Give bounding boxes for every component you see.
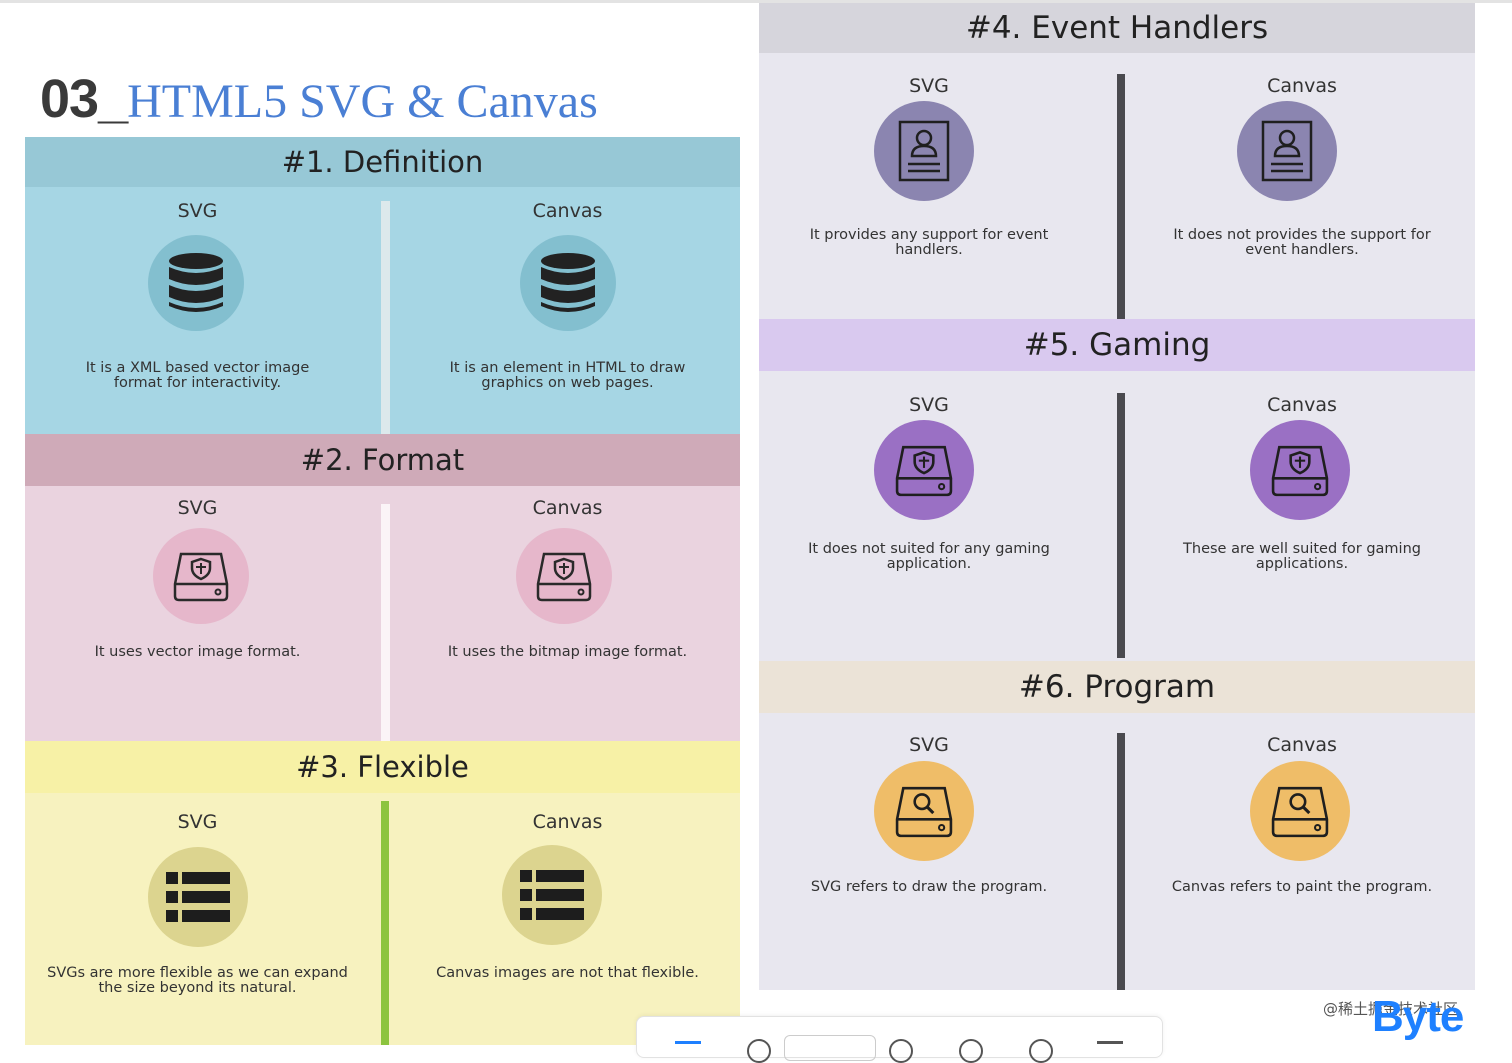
zoom-in-icon[interactable]: [889, 1039, 913, 1063]
brand-logo: Byte: [1372, 992, 1464, 1041]
column-divider: [381, 504, 390, 741]
icon-circle: [874, 761, 974, 861]
canvas-column: Canvas These are well suited for gaming …: [1129, 319, 1475, 658]
section-event-handlers: #4. Event Handlers SVG It provides any s…: [759, 3, 1475, 319]
canvas-description: It uses the bitmap image format.: [447, 644, 688, 660]
title-number: 03_: [40, 69, 128, 129]
svg-description: It is a XML based vector image format fo…: [85, 360, 310, 391]
left-panel: #1. Definition SVG It is a XML based vec…: [25, 137, 740, 1045]
viewer-toolbar: [636, 1016, 1163, 1063]
svg-column: SVG SVGs are more flexible as we can exp…: [25, 741, 370, 1045]
canvas-description: Canvas images are not that flexible.: [436, 965, 699, 981]
icon-circle: [148, 847, 248, 947]
canvas-label: Canvas: [532, 811, 603, 833]
drive-shield-icon: [536, 552, 592, 602]
canvas-label: Canvas: [532, 497, 603, 519]
section-heading: #2. Format: [25, 434, 740, 486]
zoom-input[interactable]: [784, 1035, 876, 1061]
top-border: [0, 0, 1512, 3]
title-text: HTML5 SVG & Canvas: [127, 75, 598, 128]
canvas-description: It is an element in HTML to draw graphic…: [449, 360, 686, 391]
section-flexible: #3. Flexible SVG SVGs are more flexible …: [25, 741, 740, 1045]
column-divider: [381, 201, 390, 434]
canvas-column: Canvas It is an element in HTML to draw …: [395, 137, 740, 434]
svg-column: SVG It does not suited for any gaming ap…: [759, 319, 1099, 658]
user-card-icon: [898, 120, 950, 182]
section-heading: #4. Event Handlers: [759, 3, 1475, 53]
icon-circle: [502, 845, 602, 945]
section-format: #2. Format SVG It uses vector image form…: [25, 434, 740, 741]
canvas-label: Canvas: [1267, 75, 1337, 97]
user-card-icon: [1261, 120, 1313, 182]
svg-column: SVG It provides any support for event ha…: [759, 3, 1099, 319]
canvas-label: Canvas: [532, 200, 603, 222]
section-heading: #3. Flexible: [25, 741, 740, 793]
drive-shield-icon: [895, 445, 953, 497]
svg-label: SVG: [177, 497, 218, 519]
icon-circle: [148, 235, 244, 331]
section-heading: #1. Definition: [25, 137, 740, 187]
section-program: #6. Program SVG SVG refers to draw the p…: [759, 661, 1475, 990]
fit-icon[interactable]: [1029, 1039, 1053, 1063]
icon-circle: [1250, 761, 1350, 861]
canvas-label: Canvas: [1267, 734, 1337, 756]
drive-shield-icon: [173, 552, 229, 602]
svg-column: SVG It is a XML based vector image forma…: [25, 137, 370, 434]
canvas-description: Canvas refers to paint the program.: [1171, 879, 1433, 895]
drive-search-icon: [1271, 786, 1329, 838]
column-divider: [1117, 74, 1125, 319]
section-heading: #5. Gaming: [759, 319, 1475, 371]
svg-label: SVG: [909, 75, 949, 97]
canvas-column: Canvas Canvas refers to paint the progra…: [1129, 661, 1475, 990]
grid-view-icon[interactable]: [675, 1041, 701, 1044]
svg-description: It uses vector image format.: [94, 644, 301, 660]
icon-circle: [153, 528, 249, 624]
column-divider: [1117, 393, 1125, 658]
icon-circle: [874, 420, 974, 520]
svg-description: SVG refers to draw the program.: [810, 879, 1048, 895]
watermark-text: @稀土掘金技术社区: [1323, 1000, 1459, 1018]
section-heading: #6. Program: [759, 661, 1475, 713]
drive-shield-icon: [1271, 445, 1329, 497]
canvas-column: Canvas It uses the bitmap image format.: [395, 434, 740, 741]
canvas-description: These are well suited for gaming applica…: [1183, 541, 1421, 572]
svg-label: SVG: [909, 734, 949, 756]
section-definition: #1. Definition SVG It is a XML based vec…: [25, 137, 740, 434]
icon-circle: [874, 101, 974, 201]
svg-label: SVG: [177, 811, 218, 833]
database-icon: [541, 253, 595, 312]
svg-description: SVGs are more flexible as we can expand …: [47, 965, 348, 996]
icon-circle: [1250, 420, 1350, 520]
list-icon: [520, 870, 584, 920]
icon-circle: [1237, 101, 1337, 201]
svg-column: SVG It uses vector image format.: [25, 434, 370, 741]
column-divider: [1117, 733, 1125, 990]
canvas-column: Canvas Canvas images are not that flexib…: [395, 741, 740, 1045]
svg-label: SVG: [909, 394, 949, 416]
menu-icon[interactable]: [1097, 1041, 1123, 1044]
svg-label: SVG: [177, 200, 218, 222]
zoom-out-icon[interactable]: [747, 1039, 771, 1063]
rotate-icon[interactable]: [959, 1039, 983, 1063]
right-panel: #4. Event Handlers SVG It provides any s…: [759, 3, 1475, 990]
canvas-description: It does not provides the support for eve…: [1173, 227, 1431, 258]
icon-circle: [520, 235, 616, 331]
drive-search-icon: [895, 786, 953, 838]
canvas-column: Canvas It does not provides the support …: [1129, 3, 1475, 319]
svg-description: It does not suited for any gaming applic…: [808, 541, 1050, 572]
database-icon: [169, 253, 223, 312]
svg-description: It provides any support for event handle…: [809, 227, 1049, 258]
icon-circle: [516, 528, 612, 624]
list-icon: [166, 872, 230, 922]
svg-column: SVG SVG refers to draw the program.: [759, 661, 1099, 990]
section-gaming: #5. Gaming SVG It does not suited for an…: [759, 319, 1475, 658]
canvas-label: Canvas: [1267, 394, 1337, 416]
column-divider: [381, 801, 389, 1045]
page-title: 03_HTML5 SVG & Canvas: [40, 68, 598, 138]
